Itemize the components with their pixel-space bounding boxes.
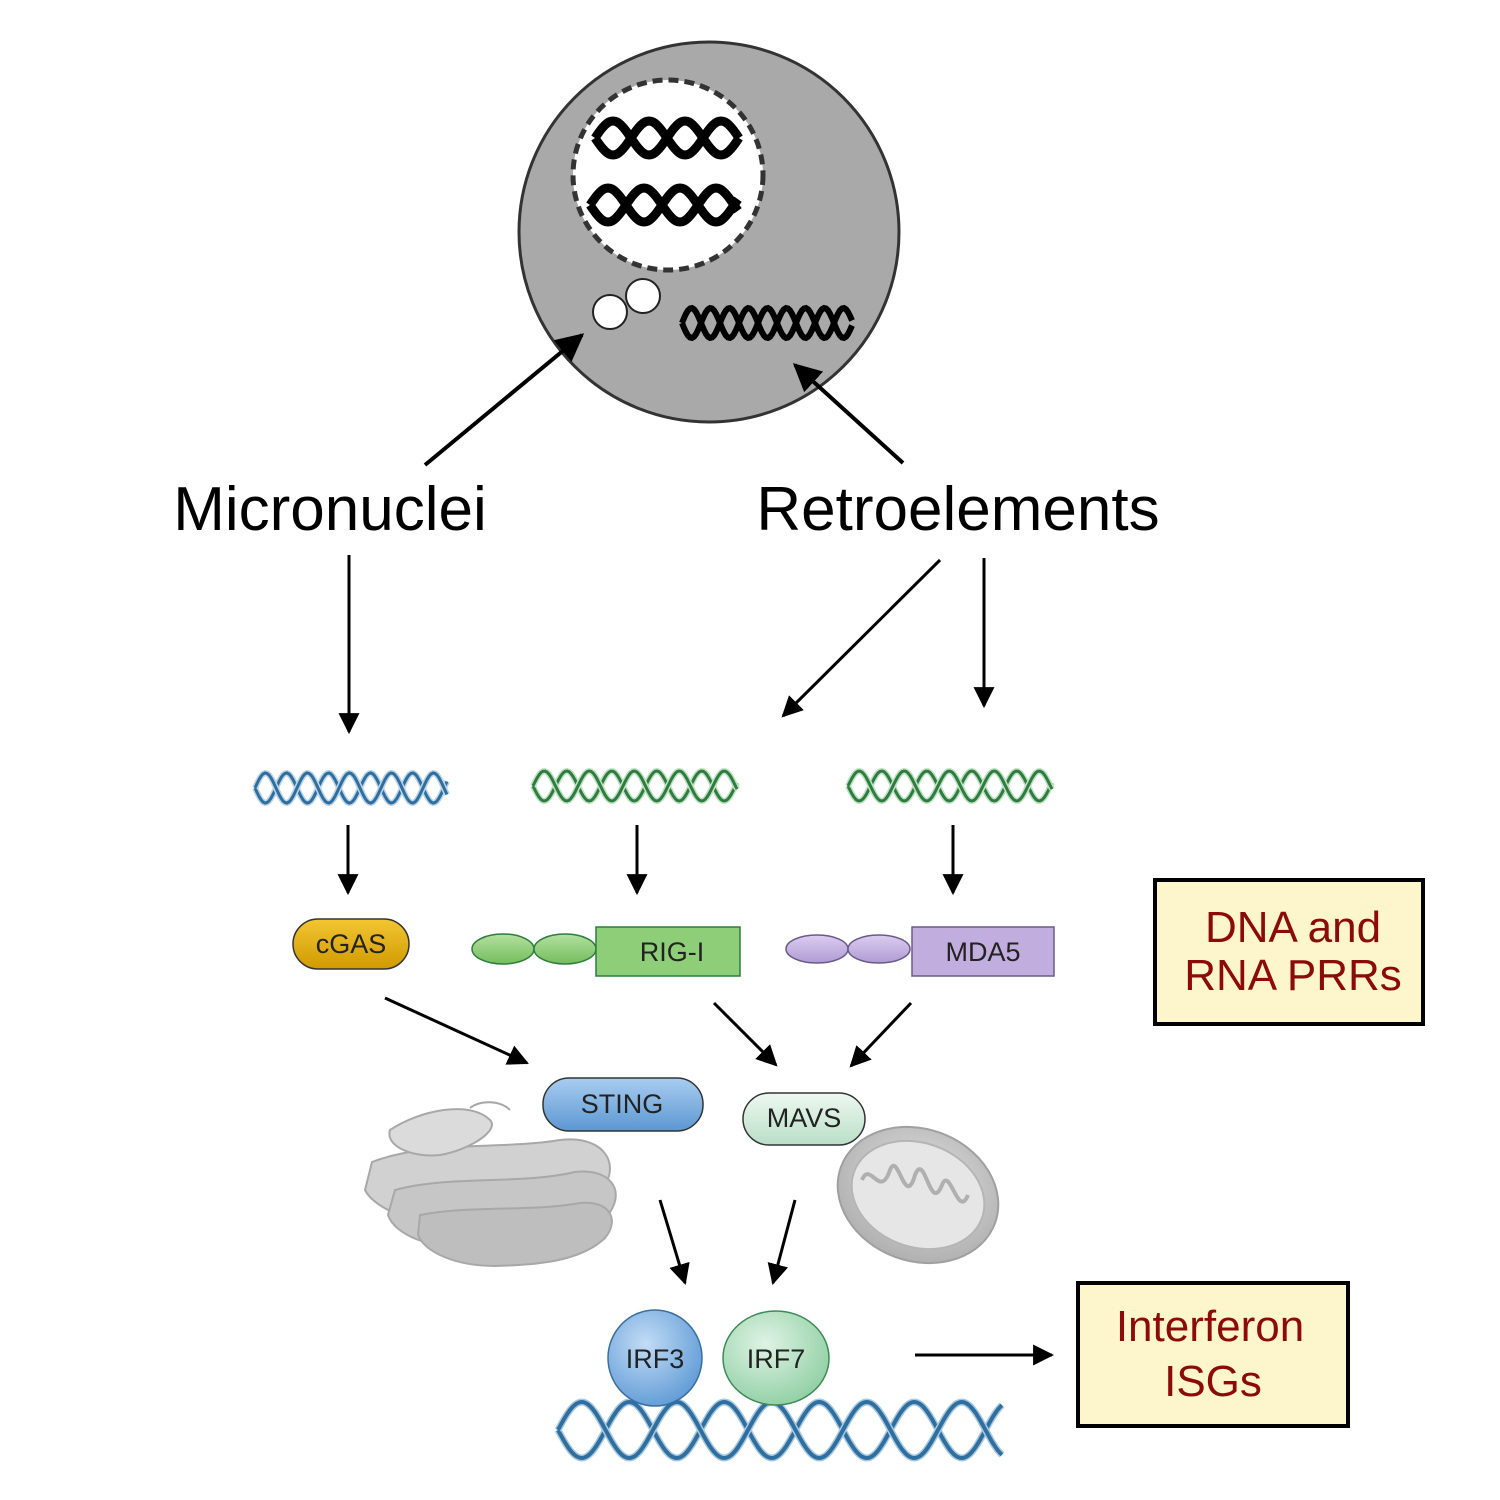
arrow-micronuclei-to-cell [423, 333, 585, 467]
dna-helix-icon [252, 769, 450, 807]
dna-helix-icon [554, 1398, 1005, 1462]
mavs-label: MAVS [767, 1103, 842, 1133]
nucleus-icon [570, 77, 766, 273]
arrow-cgas-to-sting [384, 996, 529, 1065]
rigi-protein: RIG-I [471, 926, 741, 977]
nuclear-dna-icon [586, 116, 743, 227]
irf3-protein: IRF3 [607, 1309, 703, 1407]
interferon-box-line1: Interferon [1116, 1302, 1304, 1351]
irf7-protein: IRF7 [722, 1310, 830, 1406]
interferon-box-line2: ISGs [1164, 1357, 1262, 1406]
rigi-label: RIG-I [640, 937, 705, 967]
arrow-retroelements-to-cell [792, 363, 905, 465]
arrow-mavs-to-irf [767, 1199, 797, 1286]
prr-box-line2: RNA PRRs [1184, 951, 1402, 1000]
micronuclei-icon [592, 278, 661, 330]
arrow-mda5-to-mavs [849, 1001, 913, 1068]
arrow-rigi-to-mavs [712, 1001, 778, 1067]
arrow-sting-to-irf [658, 1199, 690, 1286]
interferon-box: Interferon ISGs [1076, 1281, 1350, 1428]
mda5-label: MDA5 [945, 937, 1020, 967]
prr-box: DNA and RNA PRRs [1153, 878, 1425, 1026]
micronuclei-label: Micronuclei [173, 475, 487, 544]
sting-label: STING [581, 1089, 664, 1119]
mavs-protein: MAVS [742, 1092, 866, 1146]
irf7-label: IRF7 [747, 1344, 806, 1374]
golgi-er-icon [363, 1101, 617, 1268]
mda5-protein: MDA5 [785, 926, 1055, 977]
sting-protein: STING [542, 1077, 704, 1132]
retroelement-dna-icon [679, 304, 855, 342]
cgas-protein: cGAS [292, 918, 410, 970]
cgas-label: cGAS [316, 929, 387, 959]
mitochondrion-icon [836, 1125, 1000, 1265]
irf3-label: IRF3 [626, 1344, 685, 1374]
arrow-retroelements-to-rigi [781, 558, 942, 718]
rna-helix-icon [845, 767, 1055, 805]
rna-helix-icon [530, 767, 740, 805]
retroelements-label: Retroelements [756, 475, 1159, 544]
prr-box-line1: DNA and [1205, 903, 1381, 952]
